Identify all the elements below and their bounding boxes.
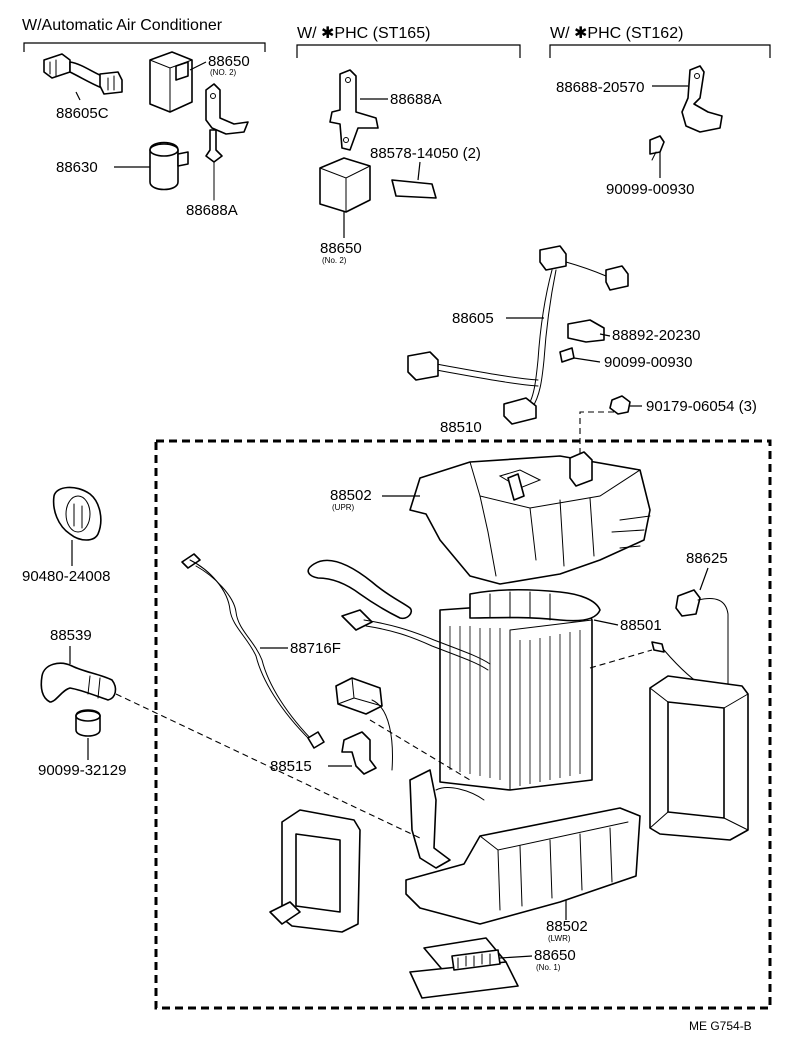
label-90099-00930-mid: 90099-00930: [604, 354, 692, 371]
clamp-88892: [567, 319, 605, 343]
screw-90099-00930-top: [649, 135, 665, 161]
label-88501: 88501: [620, 617, 662, 634]
label-88502-upr-sub: (UPR): [332, 503, 355, 512]
hose-88539: [40, 662, 117, 703]
label-88650-no2-top-sub: (NO. 2): [210, 68, 237, 77]
plug-90099-32129: [75, 709, 101, 737]
seal-frame-left: [269, 809, 361, 933]
label-88578: 88578-14050 (2): [370, 145, 481, 162]
label-88716f: 88716F: [290, 640, 341, 657]
header-auto-ac: W/Automatic Air Conditioner: [22, 17, 223, 34]
label-88605: 88605: [452, 310, 494, 327]
lower-case-88502: [405, 769, 641, 925]
screw-90099-00930-mid: [559, 347, 575, 363]
section-header-auto-ac: W/Automatic Air Conditioner: [22, 17, 266, 52]
header-phc-st165: W/ ✱PHC (ST165): [297, 25, 430, 42]
label-88688a-mid: 88688A: [390, 91, 442, 108]
seal-frame-right: [649, 675, 749, 841]
thermistor-88625: [651, 589, 729, 695]
label-88510: 88510: [440, 419, 482, 436]
label-88650-no2-mid-sub: (No. 2): [322, 256, 347, 265]
assembly-outline-88510: [154, 439, 772, 1010]
wire-harness-88605: [407, 245, 629, 425]
pipe-fitting-upper: [341, 609, 491, 671]
tube-88716f: [181, 553, 325, 749]
label-88539: 88539: [50, 627, 92, 644]
clip-88578: [391, 179, 437, 199]
reference-code: ME G754-B: [689, 1019, 752, 1033]
label-88605c: 88605C: [56, 105, 109, 122]
sensor-88630: [149, 141, 189, 191]
relay-88650-no2-mid: [319, 157, 371, 213]
amplifier-88650-no1: [409, 937, 519, 999]
label-88515: 88515: [270, 758, 312, 775]
label-90179: 90179-06054 (3): [646, 398, 757, 415]
section-header-phc-st165: W/ ✱PHC (ST165): [296, 25, 521, 58]
evaporator-88501: [439, 589, 601, 791]
label-88650-no2-top: 88650: [208, 53, 250, 70]
label-88892: 88892-20230: [612, 327, 700, 344]
expansion-valve-88515: [335, 677, 393, 775]
label-88502-lwr-sub: (LWR): [548, 934, 571, 943]
relay-88650-no2-top: [149, 51, 193, 113]
nut-90179: [609, 395, 631, 415]
label-90099-32129: 90099-32129: [38, 762, 126, 779]
label-88630: 88630: [56, 159, 98, 176]
label-88650-no1-sub: (No. 1): [536, 963, 561, 972]
bracket-88688-20570: [681, 65, 723, 133]
label-88502-upr: 88502: [330, 487, 372, 504]
grommet-90480: [52, 486, 102, 541]
upper-case-88502: [409, 451, 651, 585]
bracket-88688a-left: [205, 83, 249, 201]
label-88688-20570: 88688-20570: [556, 79, 644, 96]
bracket-88688a-mid: [329, 69, 379, 151]
label-88650-no1: 88650: [534, 947, 576, 964]
connector-88605c: [43, 53, 123, 95]
label-88625: 88625: [686, 550, 728, 567]
label-88650-no2-mid: 88650: [320, 240, 362, 257]
header-phc-st162: W/ ✱PHC (ST162): [550, 25, 683, 42]
label-88688a-left: 88688A: [186, 202, 238, 219]
hose-upper: [307, 559, 413, 620]
label-90480: 90480-24008: [22, 568, 110, 585]
section-header-phc-st162: W/ ✱PHC (ST162): [549, 25, 771, 58]
label-88502-lwr: 88502: [546, 918, 588, 935]
label-90099-00930-top: 90099-00930: [606, 181, 694, 198]
